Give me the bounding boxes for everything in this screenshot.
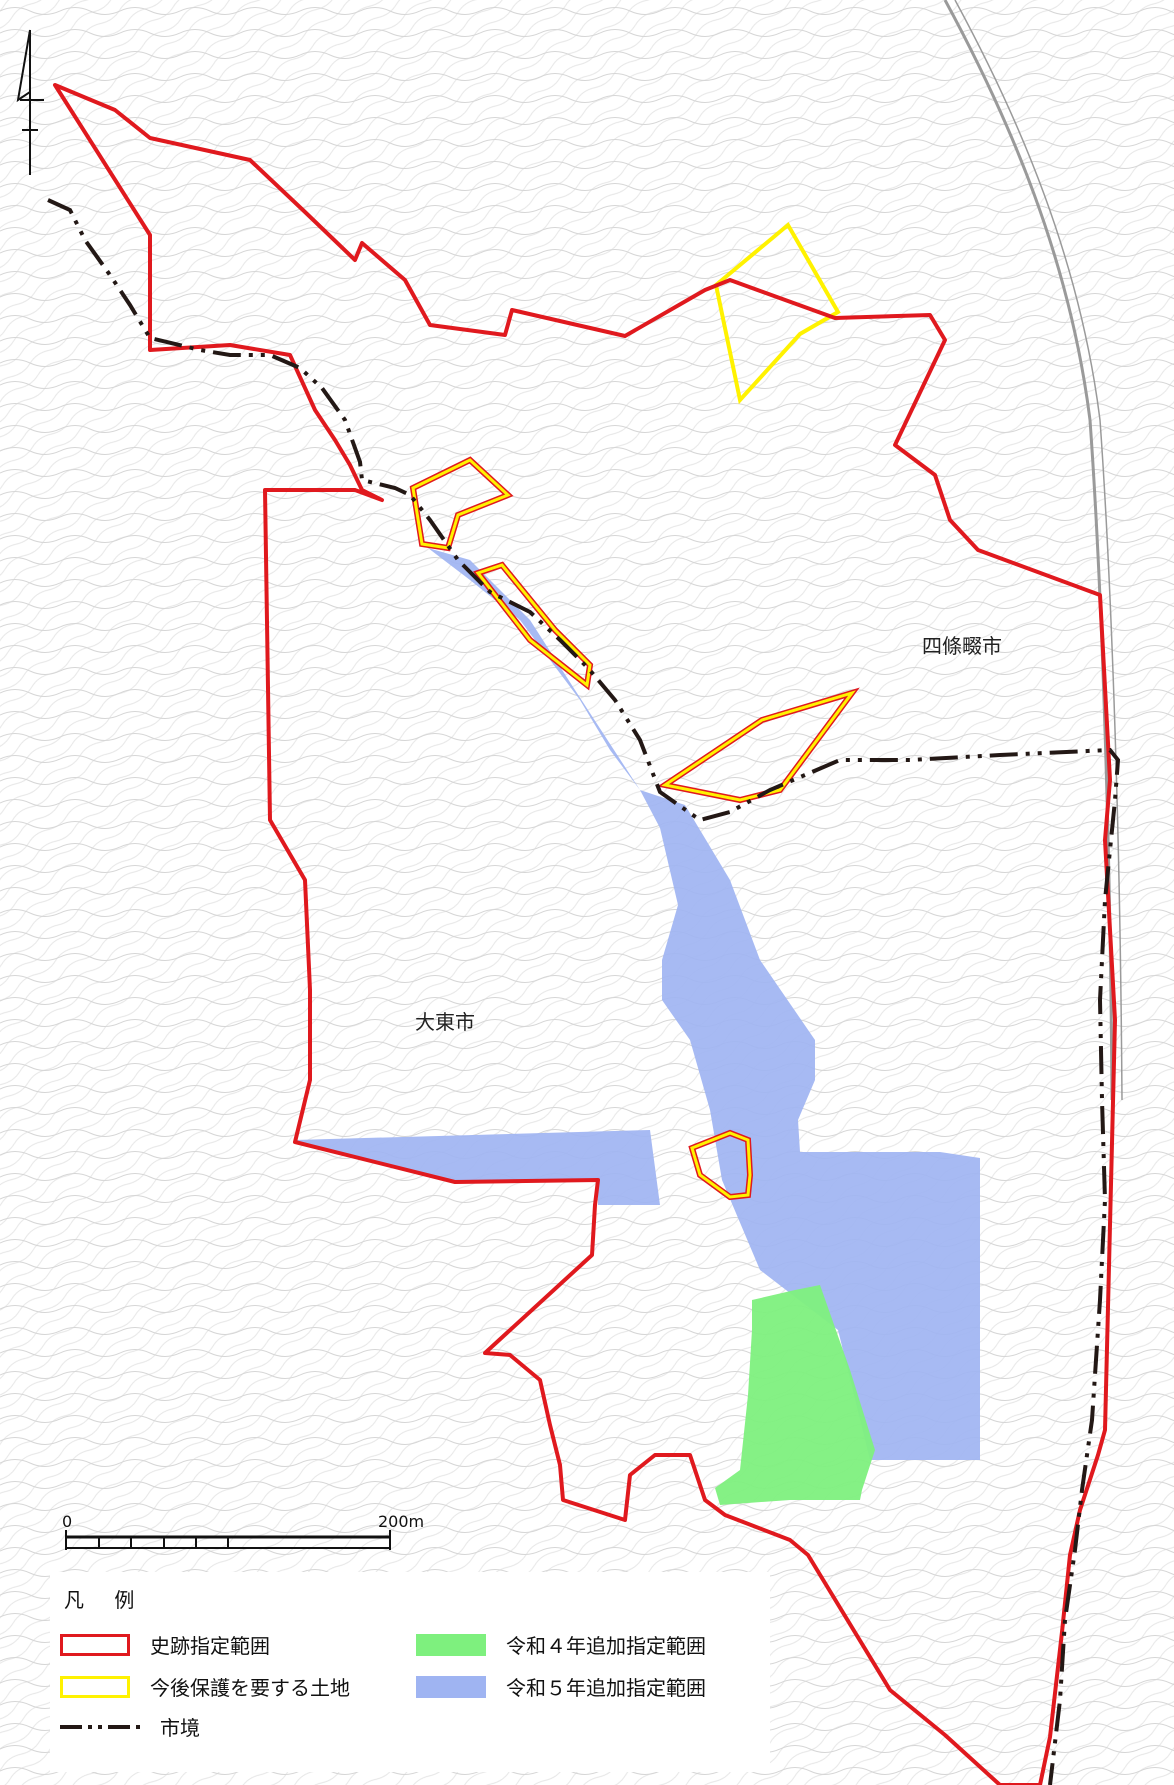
reiwa5-area (428, 548, 980, 1460)
reiwa4-area (715, 1285, 875, 1505)
legend-item-reiwa4: 令和４年追加指定範囲 (416, 1630, 706, 1659)
scale-bar (65, 1530, 391, 1550)
legend-label: 令和４年追加指定範囲 (506, 1634, 706, 1658)
legend-item-future-protection: 今後保護を要する土地 (60, 1672, 350, 1701)
legend-label: 今後保護を要する土地 (150, 1676, 350, 1700)
reiwa4-swatch (416, 1633, 486, 1656)
legend-item-designated: 史跡指定範囲 (60, 1630, 270, 1659)
legend-label: 市境 (160, 1716, 200, 1740)
city-label-shijonawate: 四條畷市 (922, 634, 1002, 658)
north-arrow (16, 29, 44, 175)
reiwa5-swatch (416, 1675, 486, 1698)
city-border-swatch (60, 1724, 140, 1729)
legend-label: 史跡指定範囲 (150, 1634, 270, 1658)
city-border (47, 198, 1121, 1785)
legend-label: 令和５年追加指定範囲 (506, 1676, 706, 1700)
reiwa5-area-west (295, 1130, 660, 1205)
scale-end-label: 200m (378, 1512, 425, 1531)
legend-item-reiwa5: 令和５年追加指定範囲 (416, 1672, 706, 1701)
legend: 凡 例 史跡指定範囲 今後保護を要する土地 市境 令和４年追加指定範囲 令和５年… (50, 1572, 770, 1772)
city-label-daito: 大東市 (415, 1010, 475, 1034)
legend-item-city-border: 市境 (60, 1712, 200, 1741)
scale-start-label: 0 (62, 1512, 73, 1531)
future-protection-areas (409, 221, 860, 1201)
future-protection-swatch (60, 1675, 130, 1698)
legend-title: 凡 例 (64, 1588, 147, 1612)
designated-area-outline (53, 83, 1117, 1785)
road (954, 0, 1123, 1101)
designated-swatch (60, 1633, 130, 1656)
